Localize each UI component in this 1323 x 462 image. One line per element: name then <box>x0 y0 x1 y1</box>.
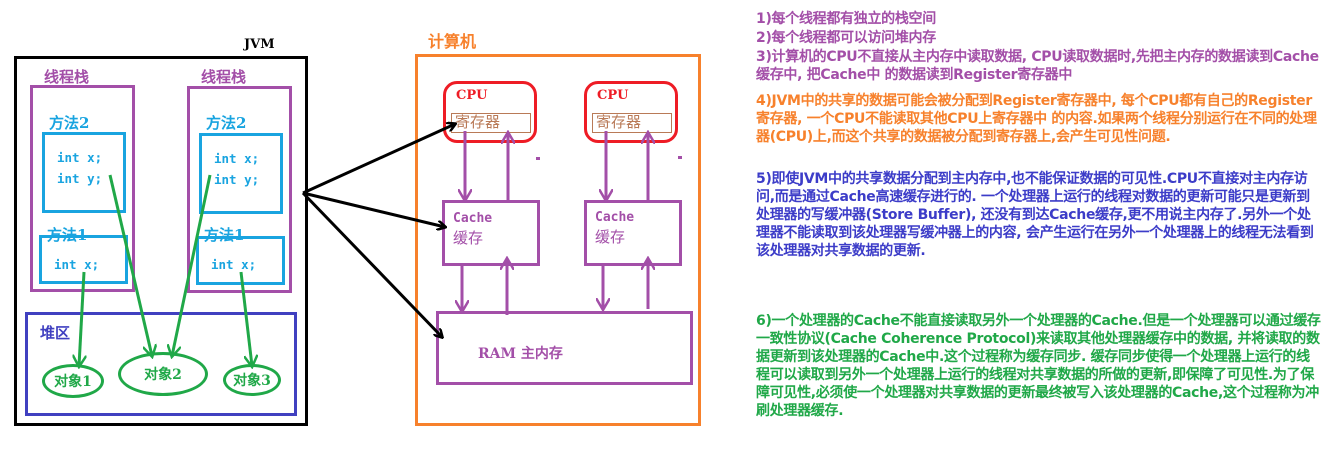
computer-title: 计算机 <box>428 32 477 51</box>
heap-box <box>25 312 297 416</box>
cpu-1-register-label: 寄存器 <box>455 113 501 131</box>
thread-stack-2 <box>187 86 292 293</box>
thread-stack-2-title: 线程栈 <box>201 68 247 86</box>
cache-1-title: Cache <box>453 211 493 226</box>
stack-1-method-2-title: 方法2 <box>49 114 90 132</box>
arrow-jvm-to-ram <box>301 191 442 337</box>
heap-object-2: 对象2 <box>118 352 208 396</box>
stray-dot-2 <box>678 156 682 159</box>
stack-2-method-2 <box>199 133 283 214</box>
cache-2-subtitle: 缓存 <box>595 228 626 246</box>
arrow-stack1-y-to-object2 <box>108 174 152 356</box>
jvm-title: JVM <box>244 37 275 52</box>
cpu-2-register <box>592 113 672 133</box>
stack-1-method-2 <box>42 132 126 213</box>
stack-1-method-2-line-1: int x; <box>57 150 103 165</box>
cpu-1 <box>443 81 537 143</box>
ram-title: RAM 主内存 <box>478 346 563 362</box>
stack-1-method-1-line-1: int x; <box>54 257 100 272</box>
stack-2-method-2-line-1: int x; <box>214 151 260 166</box>
note-3: 3)计算机的CPU不直接从主内存中读取数据, CPU读取数据时,先把主内存的数据… <box>756 49 1319 83</box>
stray-dot-1 <box>536 157 540 160</box>
cpu-1-title: CPU <box>456 88 488 103</box>
stack-2-method-2-line-2: int y; <box>214 172 260 187</box>
note-4: 4)JVM中的共享的数据可能会被分配到Register寄存器中, 每个CPU都有… <box>756 93 1317 145</box>
note-5: 5)即使JVM中的共享数据分配到主内存中,也不能保证数据的可见性.CPU不直接对… <box>756 171 1314 259</box>
jvm-box <box>14 56 308 426</box>
heap-title: 堆区 <box>40 324 71 342</box>
cache-2 <box>584 200 682 266</box>
note-1: 1)每个线程都有独立的栈空间 <box>756 11 936 27</box>
arrow-jvm-to-register <box>302 124 455 195</box>
arrow-jvm-to-cache <box>302 191 445 227</box>
stack-2-method-2-title: 方法2 <box>206 114 247 132</box>
thread-stack-1-title: 线程栈 <box>44 68 90 86</box>
ram-box <box>436 311 693 385</box>
cache-2-title: Cache <box>595 210 635 225</box>
computer-box <box>415 54 701 426</box>
cache-1 <box>442 200 540 266</box>
cpu-2 <box>584 81 678 143</box>
stack-1-method-2-line-2: int y; <box>57 171 103 186</box>
cache-1-subtitle: 缓存 <box>453 229 484 247</box>
arrow-stack2-x-to-object3 <box>239 271 252 366</box>
stack-2-method-1-line-1: int x; <box>211 257 257 272</box>
arrow-stack1-x-to-object1 <box>79 271 84 366</box>
note-2: 2)每个线程都可以访问堆内存 <box>756 30 936 46</box>
note-6: 6)一个处理器的Cache不能直接读取另外一个处理器的Cache.但是一个处理器… <box>756 313 1321 419</box>
cpu-2-title: CPU <box>597 88 629 103</box>
stack-2-method-1 <box>196 236 285 285</box>
cpu-2-register-label: 寄存器 <box>596 113 642 131</box>
arrow-stack2-y-to-object2 <box>172 174 212 356</box>
